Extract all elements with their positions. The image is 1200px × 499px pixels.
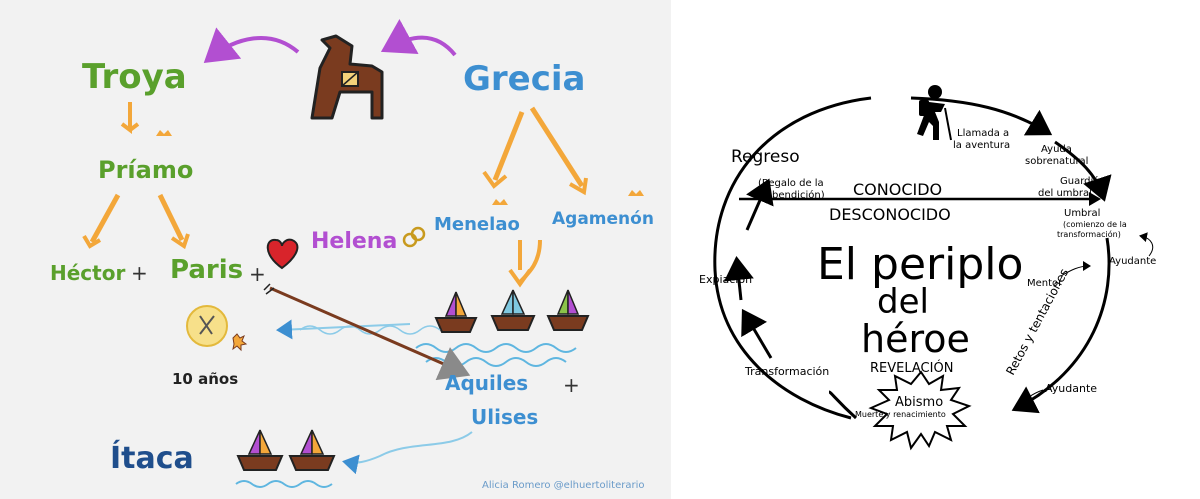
arrow-to-expiacion [723,256,754,301]
arrow-troya-to-priamo [120,102,140,134]
ship-icon [236,429,284,471]
umbral-sub-2: transformación) [1057,229,1121,239]
cycle-arc-left [713,96,872,420]
umbral-sub-1: (comienzo de la [1063,220,1127,229]
conocido-label: CONOCIDO [853,180,942,199]
troya-label: Troya [82,57,187,97]
title-line-2: del [877,282,929,322]
abyss-starburst [868,370,972,451]
cycle-arc-top-1 [910,96,1053,136]
paris-cross: + [249,262,266,286]
arrow-paris-to-aquiles [269,286,471,381]
arrow-horse-to-troya [203,27,300,63]
expiacion-label: Expiación [699,273,752,286]
arrow-to-fleet [518,239,542,284]
abismo-label: Abismo [895,395,943,410]
heros-journey-panel: Regreso (Regalo de la bendición) CONOCID… [671,0,1200,499]
itaca-label: Ítaca [110,440,194,476]
crown-icon [156,130,172,136]
regalo-label-2: bendición) [772,189,825,201]
desconocido-label: DESCONOCIDO [829,205,951,224]
arrow-grecia-to-horse [380,18,457,57]
ship-icon [546,289,590,331]
author-credit: Alicia Romero @elhuertoliterario [482,480,644,491]
arrow-grecia-to-menelao [492,111,525,181]
arrow-priamo-to-paris [157,193,185,242]
helena-label: Helena [311,229,397,254]
hector-cross: + [131,261,148,285]
hiker-icon [917,85,952,141]
umbral-label: Umbral [1064,208,1100,219]
agamenon-label: Agamenón [552,209,654,229]
cycle-arc-right [1011,237,1111,414]
ten-years-label: 10 años [172,370,238,388]
cycle-arc-bottom [828,390,858,420]
aquiles-label: Aquiles [445,371,528,395]
ship-icon [288,429,336,471]
arrow-ulises-to-itaca [342,431,473,475]
transformacion-label: Transformación [744,365,829,378]
mentor-label: Mentor [1027,278,1063,289]
aquiles-cross: + [563,373,580,397]
grecia-label: Grecia [463,59,586,99]
priamo-label: Príamo [98,156,193,184]
cycle-arc-top-2 [1054,140,1112,202]
ayudante-top-label: Ayudante [1109,256,1156,267]
ayudante-bottom-label: Ayudante [1045,382,1097,395]
llamada-label-1: Llamada a [957,128,1009,139]
regalo-label-1: (Regalo de la [758,178,824,189]
heros-journey-diagram: Regreso (Regalo de la bendición) CONOCID… [699,85,1156,451]
arrow-grecia-to-agamenon [529,106,585,188]
ten-years-clock-icon [186,305,248,352]
arrow-to-transformacion [741,308,773,359]
menelao-label: Menelao [434,214,520,235]
ayuda-label-1: Ayuda [1041,144,1072,155]
muerte-label: Muerte y renacimiento [855,410,946,419]
crown-icon [492,199,508,205]
crown-icon [628,190,644,196]
troy-sketchnote-panel: Troya Príamo Héctor + Paris + Helena [0,0,671,499]
hector-label: Héctor [50,261,125,285]
ship-icon [434,291,478,333]
heart-icon [266,238,299,270]
paris-label: Paris [170,255,243,285]
trojan-horse-icon [310,34,384,120]
title-line-1: El periplo [817,239,1023,290]
arrow-priamo-to-hector [89,193,121,244]
ship-icon [490,289,536,331]
guardian-label-1: Guardián [1060,175,1106,187]
troy-sketchnote: Troya Príamo Héctor + Paris + Helena [50,18,654,491]
llamada-label-2: la aventura [953,140,1010,151]
title-line-3: héroe [861,317,970,361]
ithaca-fleet [235,429,336,488]
wedding-rings-icon [402,226,426,248]
ulises-label: Ulises [471,405,538,429]
regreso-label: Regreso [731,147,800,167]
revelacion-label: REVELACIÓN [870,360,953,376]
arrow-fleet-to-troy [276,319,411,340]
arrow-to-regreso [745,178,774,231]
guardian-label-2: del umbral [1038,188,1092,199]
ayuda-label-2: sobrenatural [1025,156,1088,167]
